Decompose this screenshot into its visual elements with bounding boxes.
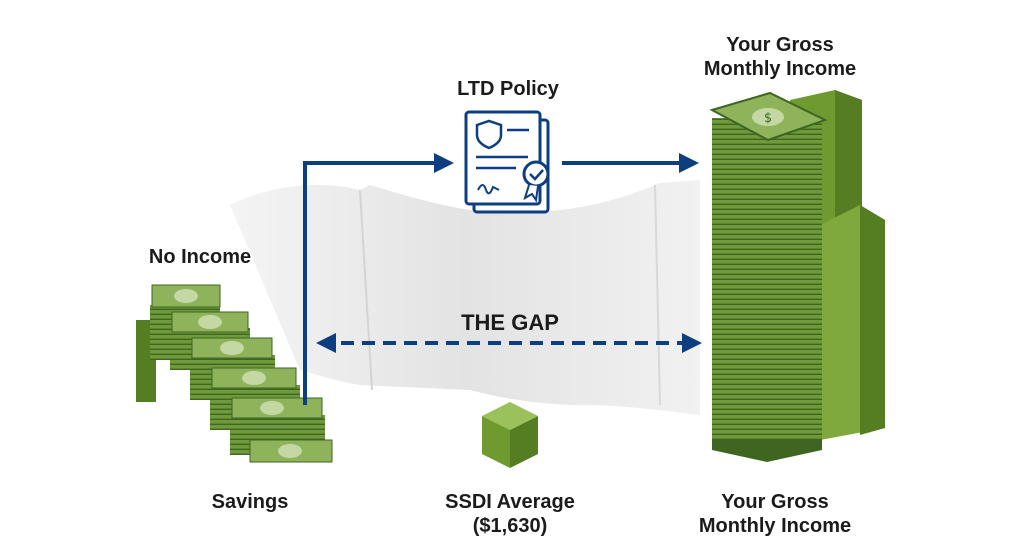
ltd-policy-label: LTD Policy [457,78,559,100]
bottom-income-label: Your Gross Monthly Income [670,490,880,538]
gap-band-fold [654,184,661,406]
ssdi-label: SSDI Average ($1,630) [420,490,600,538]
no-income-label: No Income [148,246,252,268]
ssdi-block [482,402,538,468]
gap-band-fold [359,189,373,391]
policy-document-icon [464,110,550,214]
bottom-income-label-line2: Monthly Income [698,515,852,537]
savings-label: Savings [211,491,289,513]
savings-stack [136,284,333,463]
ltd-arrow-up [303,153,454,405]
the-gap-label: THE GAP [461,310,559,335]
bottom-income-label-line1: Your Gross [721,491,829,513]
top-income-label-line1: Your Gross [726,34,834,56]
income-stack: $ [709,90,885,462]
gap-band [230,180,700,415]
top-income-label: Your Gross Monthly Income [680,33,880,81]
ssdi-label-line2: ($1,630) [472,515,548,537]
top-income-label-line2: Monthly Income [703,58,857,80]
ssdi-label-line1: SSDI Average [445,491,575,513]
svg-text:$: $ [764,111,772,126]
